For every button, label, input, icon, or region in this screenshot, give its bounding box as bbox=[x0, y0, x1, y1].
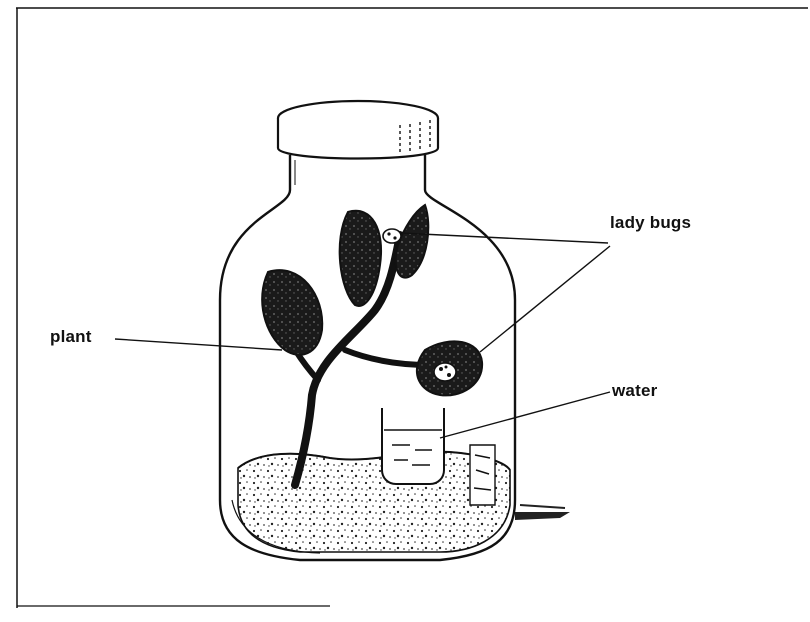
label-lady-bugs: lady bugs bbox=[610, 213, 691, 233]
lady-bug-lower bbox=[434, 363, 456, 381]
jar-lid bbox=[278, 101, 438, 159]
water-container bbox=[382, 408, 444, 484]
soil bbox=[238, 452, 510, 552]
label-water: water bbox=[612, 381, 657, 401]
base-shadow bbox=[515, 505, 570, 520]
label-plant: plant bbox=[50, 327, 92, 347]
lady-bug-upper bbox=[383, 229, 401, 243]
side-vial bbox=[470, 445, 495, 505]
